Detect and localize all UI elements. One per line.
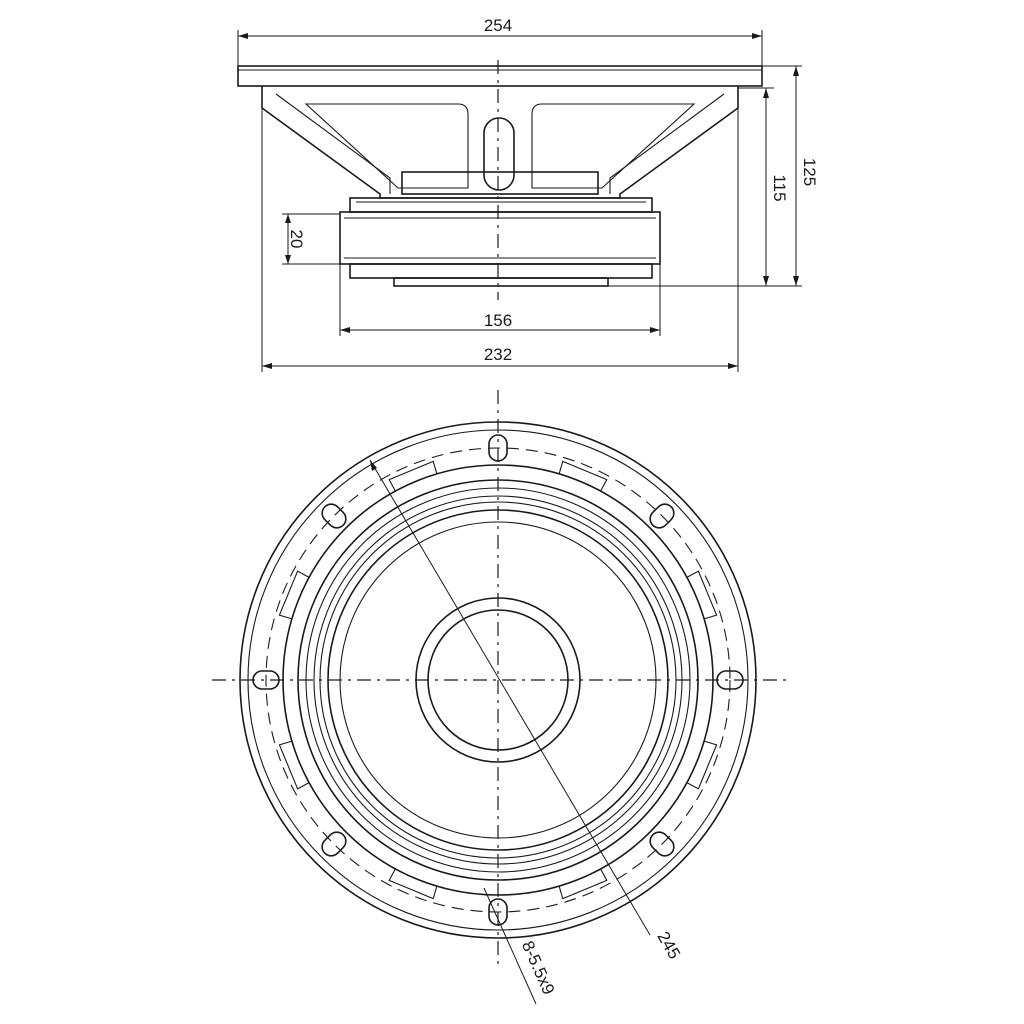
- mounting-hole: [321, 831, 347, 857]
- basket-window-right: [531, 103, 696, 189]
- back-plate: [349, 263, 653, 279]
- label-magnet-height: 20: [287, 230, 306, 249]
- flange-notch: [278, 740, 310, 790]
- flange-notch: [278, 570, 310, 620]
- front-flange: [237, 65, 763, 87]
- flange-notch: [388, 460, 438, 492]
- flange-notches: [278, 460, 718, 900]
- flange-notch: [686, 570, 718, 620]
- label-total-depth: 125: [800, 158, 819, 186]
- label-bolt-circle: 245: [653, 928, 684, 962]
- mounting-hole: [649, 831, 675, 857]
- flange-notch: [388, 868, 438, 900]
- dim-magnet-diameter: 156: [339, 264, 661, 336]
- flange-notch: [558, 868, 608, 900]
- dim-magnet-height: 20: [282, 213, 340, 265]
- dim-frame-width: 232: [261, 108, 739, 372]
- label-magnet-diameter: 156: [484, 311, 512, 330]
- label-frame-width: 232: [484, 345, 512, 364]
- center-slot: [483, 117, 515, 191]
- side-view: 254 232 156 20: [237, 16, 819, 372]
- mounting-hole: [649, 503, 675, 529]
- mounting-hole: [321, 503, 347, 529]
- top-plate: [349, 197, 653, 213]
- label-overall-width: 254: [484, 16, 512, 35]
- basket-window-left: [304, 103, 469, 189]
- dim-overall-width: 254: [237, 16, 763, 66]
- flange-notch: [686, 740, 718, 790]
- flange-notch: [558, 460, 608, 492]
- dim-total-depth: 125: [762, 65, 819, 287]
- label-mounting-holes: 8-5.5x9: [518, 938, 558, 998]
- dim-mounting-holes: 8-5.5x9: [483, 887, 558, 1005]
- magnet: [339, 211, 661, 265]
- basket-outline: [261, 86, 739, 199]
- dim-mounting-depth: 115: [608, 87, 789, 287]
- front-view: 245 8-5.5x9: [212, 390, 786, 1005]
- label-mounting-depth: 115: [770, 174, 789, 201]
